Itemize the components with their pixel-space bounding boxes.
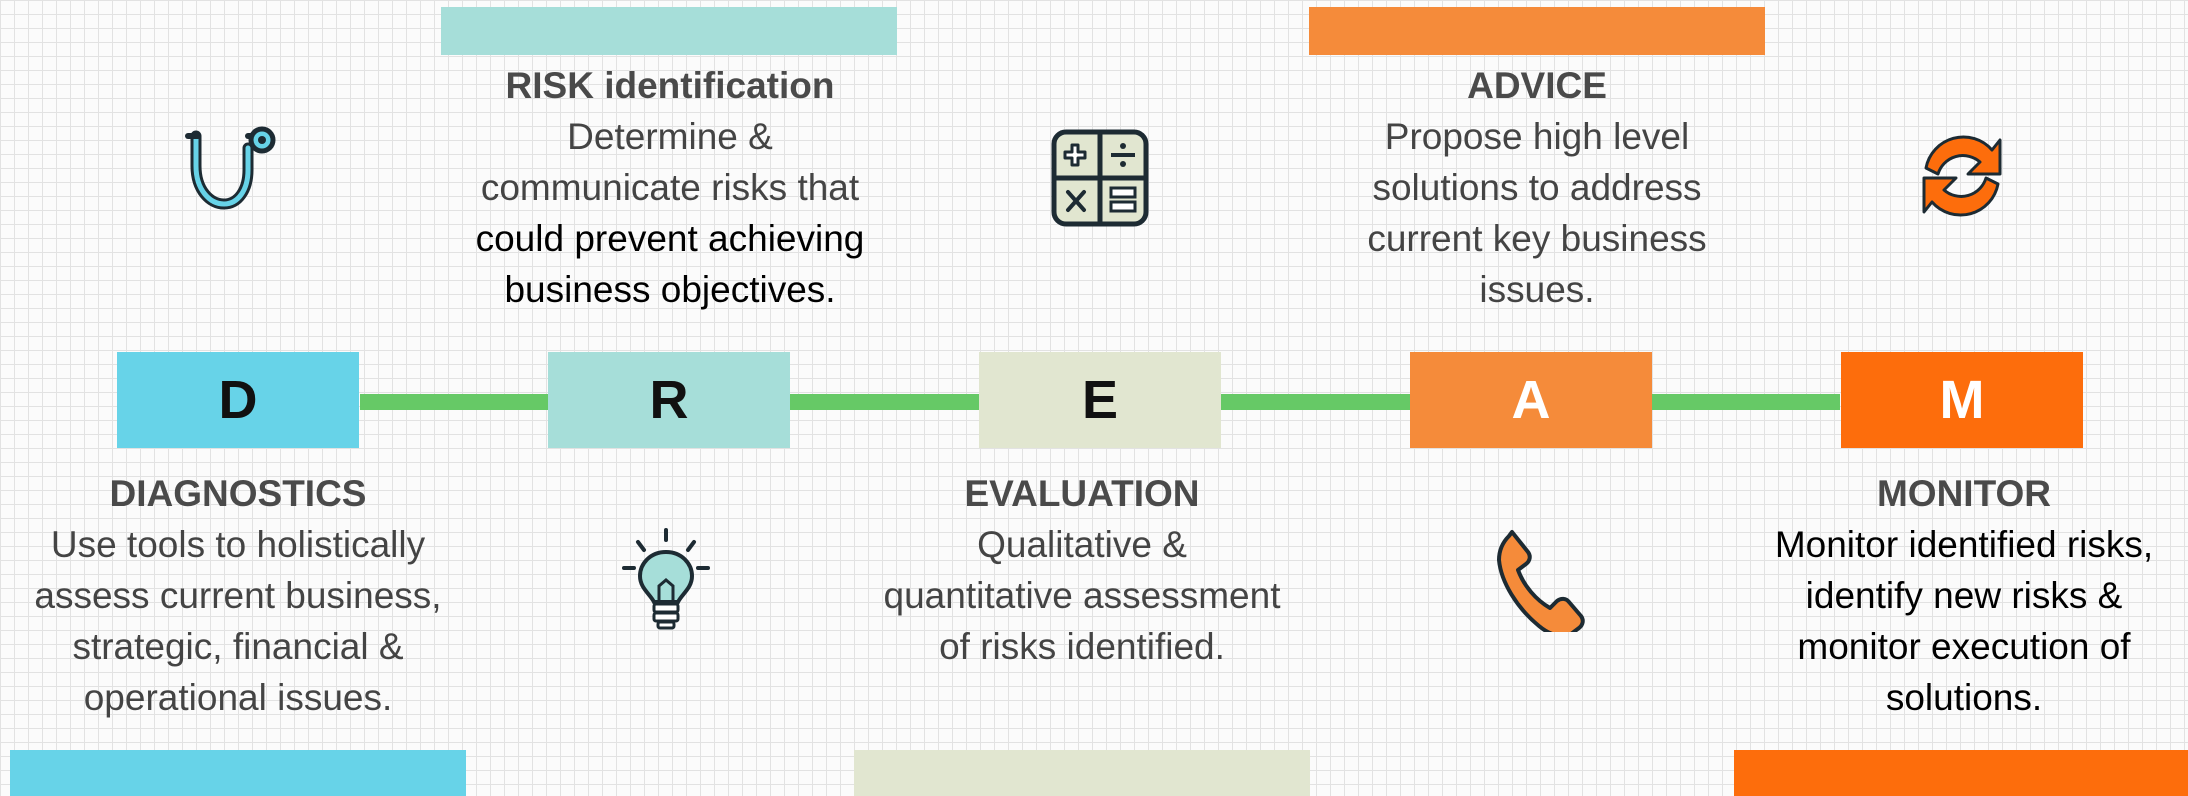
step-text-advice: ADVICE Propose high level solutions to a…	[1327, 60, 1747, 315]
step-box-m: M	[1841, 352, 2083, 448]
step-desc-monitor: Monitor identified risks, identify new r…	[1774, 524, 2154, 718]
step-title-diagnostics: DIAGNOSTICS	[109, 473, 367, 514]
step-letter-d: D	[218, 370, 258, 430]
stethoscope-icon	[178, 124, 282, 228]
accent-bar-r	[441, 7, 897, 55]
step-box-e: E	[979, 352, 1221, 448]
step-desc-risk-b: could prevent achieving business objecti…	[475, 218, 865, 310]
phone-icon	[1490, 526, 1586, 632]
step-desc-diagnostics: Use tools to holistically assess current…	[34, 524, 442, 718]
refresh-cycle-icon	[1906, 120, 2018, 232]
step-text-evaluation: EVALUATION Qualitative & quantitative as…	[852, 468, 1312, 672]
step-desc-evaluation: Qualitative & quantitative assessment of…	[883, 524, 1281, 667]
step-box-d: D	[117, 352, 359, 448]
accent-bar-a	[1309, 7, 1765, 55]
step-box-r: R	[548, 352, 790, 448]
step-title-risk: RISK identification	[505, 65, 835, 106]
step-desc-risk-a: Determine & communicate risks that	[480, 116, 860, 208]
step-letter-m: M	[1939, 370, 1985, 430]
calculator-icon	[1050, 128, 1150, 228]
step-letter-a: A	[1511, 370, 1551, 430]
step-letter-r: R	[649, 370, 689, 430]
step-title-monitor: MONITOR	[1876, 473, 2052, 514]
step-letter-e: E	[1081, 370, 1119, 430]
step-text-monitor: MONITOR Monitor identified risks, identi…	[1740, 468, 2188, 723]
accent-bar-e	[854, 750, 1310, 796]
accent-bar-m	[1734, 750, 2188, 796]
accent-bar-d	[10, 750, 466, 796]
lightbulb-icon	[616, 526, 716, 632]
step-title-advice: ADVICE	[1467, 65, 1607, 106]
step-desc-advice: Propose high level solutions to address …	[1367, 116, 1707, 310]
step-text-diagnostics: DIAGNOSTICS Use tools to holistically as…	[18, 468, 458, 723]
step-box-a: A	[1410, 352, 1652, 448]
step-text-risk: RISK identification Determine & communic…	[450, 60, 890, 315]
step-title-evaluation: EVALUATION	[964, 473, 1200, 514]
